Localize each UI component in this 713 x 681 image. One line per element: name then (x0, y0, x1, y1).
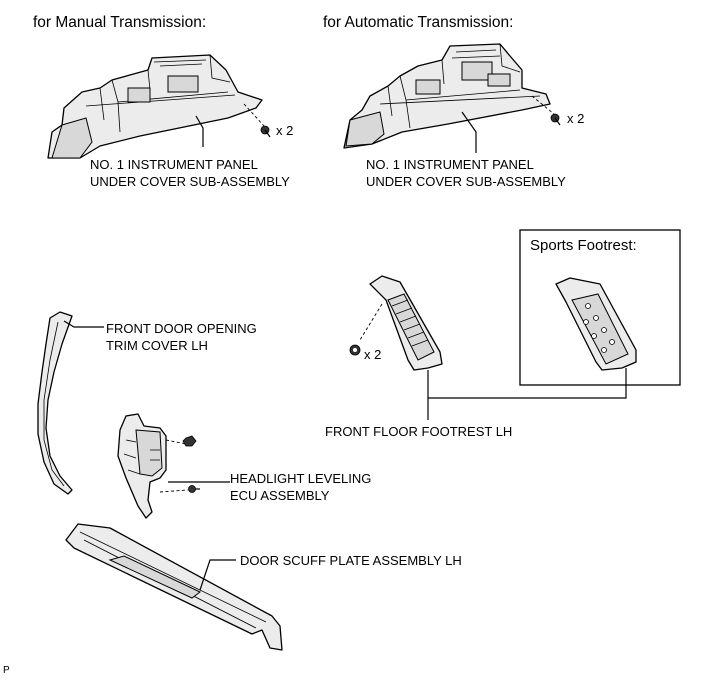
ecu-nut-guide (165, 439, 187, 445)
door-scuff-plate-leader (199, 559, 236, 591)
under-cover-auto-leader (461, 111, 477, 153)
ecu-bolt-icon (188, 485, 200, 493)
door-opening-trim-leader (63, 320, 104, 328)
footrest-clip-icon (349, 344, 361, 356)
under-cover-manual-line-1: NO. 1 INSTRUMENT PANEL (90, 157, 258, 172)
under-cover-auto-line-2: UNDER COVER SUB-ASSEMBLY (366, 174, 566, 189)
sports-footrest-title: Sports Footrest: (530, 237, 637, 254)
door-opening-trim-line-1: FRONT DOOR OPENING (106, 321, 257, 336)
door-scuff-plate-part (65, 523, 283, 651)
door-scuff-plate-label: DOOR SCUFF PLATE ASSEMBLY LH (240, 553, 462, 568)
auto-screw-icon (550, 113, 561, 126)
auto-screw-qty: x 2 (567, 111, 585, 126)
under-cover-manual-part (47, 54, 263, 159)
manual-screw-qty: x 2 (276, 123, 294, 138)
front-floor-footrest-label: FRONT FLOOR FOOTREST LH (325, 424, 513, 439)
under-cover-auto-label: NO. 1 INSTRUMENT PANEL UNDER COVER SUB-A… (366, 156, 566, 190)
sports-footrest-box (519, 229, 681, 386)
door-opening-trim-line-2: TRIM COVER LH (106, 338, 208, 353)
front-door-opening-trim-part (37, 311, 73, 495)
under-cover-manual-leader (195, 115, 204, 147)
under-cover-manual-line-2: UNDER COVER SUB-ASSEMBLY (90, 174, 290, 189)
headlight-ecu-line-2: ECU ASSEMBLY (230, 488, 330, 503)
manual-screw-guide (243, 103, 265, 127)
headlight-ecu-label: HEADLIGHT LEVELING ECU ASSEMBLY (230, 470, 371, 504)
manual-transmission-header: for Manual Transmission: (33, 14, 207, 31)
ecu-nut-icon (182, 435, 197, 447)
under-cover-auto-part (343, 43, 551, 149)
headlight-ecu-line-1: HEADLIGHT LEVELING (230, 471, 372, 486)
automatic-transmission-header: for Automatic Transmission: (323, 14, 514, 31)
footrest-clip-qty: x 2 (364, 347, 382, 362)
sports-footrest-part (555, 277, 637, 371)
front-floor-footrest-part (369, 275, 443, 371)
sports-footrest-leader (428, 368, 627, 399)
manual-screw-icon (260, 125, 271, 138)
door-opening-trim-label: FRONT DOOR OPENING TRIM COVER LH (106, 320, 257, 354)
under-cover-auto-line-1: NO. 1 INSTRUMENT PANEL (366, 157, 534, 172)
page-mark: P (3, 665, 10, 676)
ecu-bolt-guide (159, 489, 189, 493)
under-cover-manual-label: NO. 1 INSTRUMENT PANEL UNDER COVER SUB-A… (90, 156, 290, 190)
headlight-ecu-part (117, 413, 167, 519)
auto-screw-guide (531, 95, 555, 115)
footrest-clip-guide (359, 303, 383, 341)
